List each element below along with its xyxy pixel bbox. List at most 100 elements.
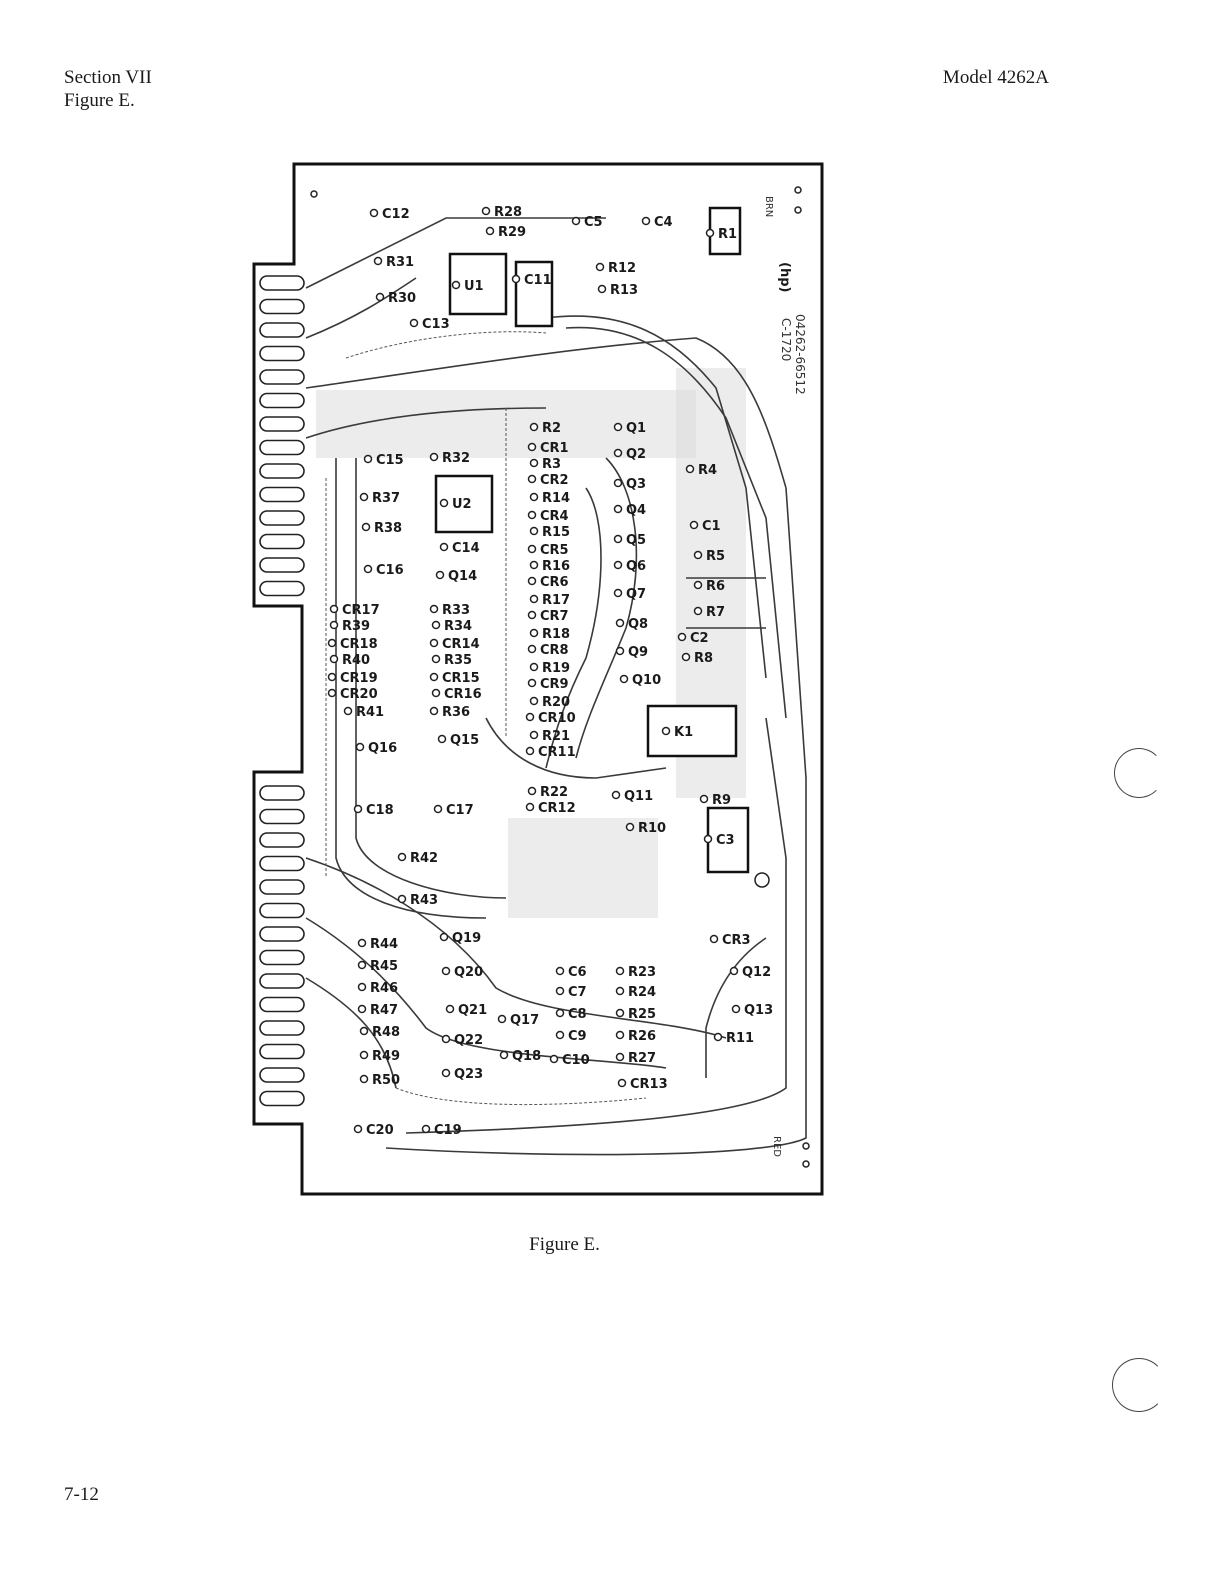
connector-finger [259,832,305,848]
solder-pad [437,734,447,744]
component-label-r16: R16 [542,559,570,574]
component-label-q6: Q6 [626,559,646,574]
connector-finger [259,439,305,456]
solder-pad [441,1034,451,1044]
ground-plane-lower [508,818,658,918]
solder-pad [529,662,539,672]
solder-pad [373,256,383,266]
solder-pad [693,550,703,560]
component-label-c2: C2 [690,631,709,646]
solder-pad [441,1068,451,1078]
solder-pad [327,672,337,682]
component-label-cr16: CR16 [444,687,482,702]
connector-finger [259,510,305,526]
solder-pad [451,280,461,290]
solder-pad [689,520,699,530]
solder-pad [555,986,565,996]
connector-finger [259,1020,305,1036]
solder-pad [357,960,367,970]
component-label-r19: R19 [542,661,570,676]
solder-pad [619,674,629,684]
component-label-q3: Q3 [626,477,646,492]
component-label-cr1: CR1 [540,441,569,456]
solder-pad [329,604,339,614]
solder-pad [359,1050,369,1060]
connector-finger [259,973,305,989]
component-label-cr20: CR20 [340,687,378,702]
component-label-r24: R24 [628,985,656,1000]
component-label-r26: R26 [628,1029,656,1044]
component-label-q23: Q23 [454,1067,483,1082]
component-label-cr19: CR19 [340,671,378,686]
solder-pad [613,560,623,570]
solder-pad [527,610,537,620]
solder-pad [357,1004,367,1014]
component-label-c18: C18 [366,803,394,818]
binder-hole-upper [1114,748,1164,798]
solder-pad [435,570,445,580]
solder-pad [445,1004,455,1014]
component-label-r2: R2 [542,421,561,436]
corner-holes [794,186,810,1168]
component-label-r20: R20 [542,695,570,710]
component-label-cr12: CR12 [538,801,576,816]
solder-pad [529,560,539,570]
component-label-cr6: CR6 [540,575,569,590]
component-label-cr8: CR8 [540,643,569,658]
component-label-cr5: CR5 [540,543,569,558]
component-label-r27: R27 [628,1051,656,1066]
component-label-cr2: CR2 [540,473,569,488]
component-label-r14: R14 [542,491,570,506]
solder-pad [527,544,537,554]
solder-pad [729,966,739,976]
component-label-r40: R40 [342,653,370,668]
connector-finger [259,369,305,385]
solder-pad [529,526,539,536]
solder-pad [527,510,537,520]
connector-finger [259,1090,305,1107]
solder-pad [613,478,623,488]
solder-pad [615,986,625,996]
solder-pad [353,1124,363,1134]
solder-pad [703,834,713,844]
component-label-u2: U2 [452,497,472,512]
component-label-r50: R50 [372,1073,400,1088]
solder-pad [497,1014,507,1024]
connector-finger [259,486,305,503]
solder-pad [615,966,625,976]
component-label-c19: C19 [434,1123,462,1138]
component-label-q19: Q19 [452,931,481,946]
solder-pad [617,1078,627,1088]
component-label-r49: R49 [372,1049,400,1064]
component-label-cr9: CR9 [540,677,569,692]
solder-pad [529,422,539,432]
solder-pad [613,534,623,544]
solder-pad [421,1124,431,1134]
solder-pad [529,730,539,740]
connector-finger [259,855,305,872]
component-label-r41: R41 [356,705,384,720]
component-label-q15: Q15 [450,733,479,748]
component-label-q14: Q14 [448,569,477,584]
component-label-r4: R4 [698,463,717,478]
component-label-u1: U1 [464,279,484,294]
component-label-r47: R47 [370,1003,398,1018]
component-label-c16: C16 [376,563,404,578]
component-label-r25: R25 [628,1007,656,1022]
component-label-c6: C6 [568,965,587,980]
component-label-q20: Q20 [454,965,483,980]
corner-top-label: BRN [763,196,774,217]
solder-pad [529,696,539,706]
solder-pad [439,498,449,508]
component-label-r1: R1 [718,227,737,242]
solder-pad [597,284,607,294]
component-label-q18: Q18 [512,1049,541,1064]
solder-pad [527,442,537,452]
connector-finger [259,580,305,597]
solder-pad [433,804,443,814]
solder-pad [409,318,419,328]
solder-pad [555,1030,565,1040]
connector-finger [259,392,305,409]
